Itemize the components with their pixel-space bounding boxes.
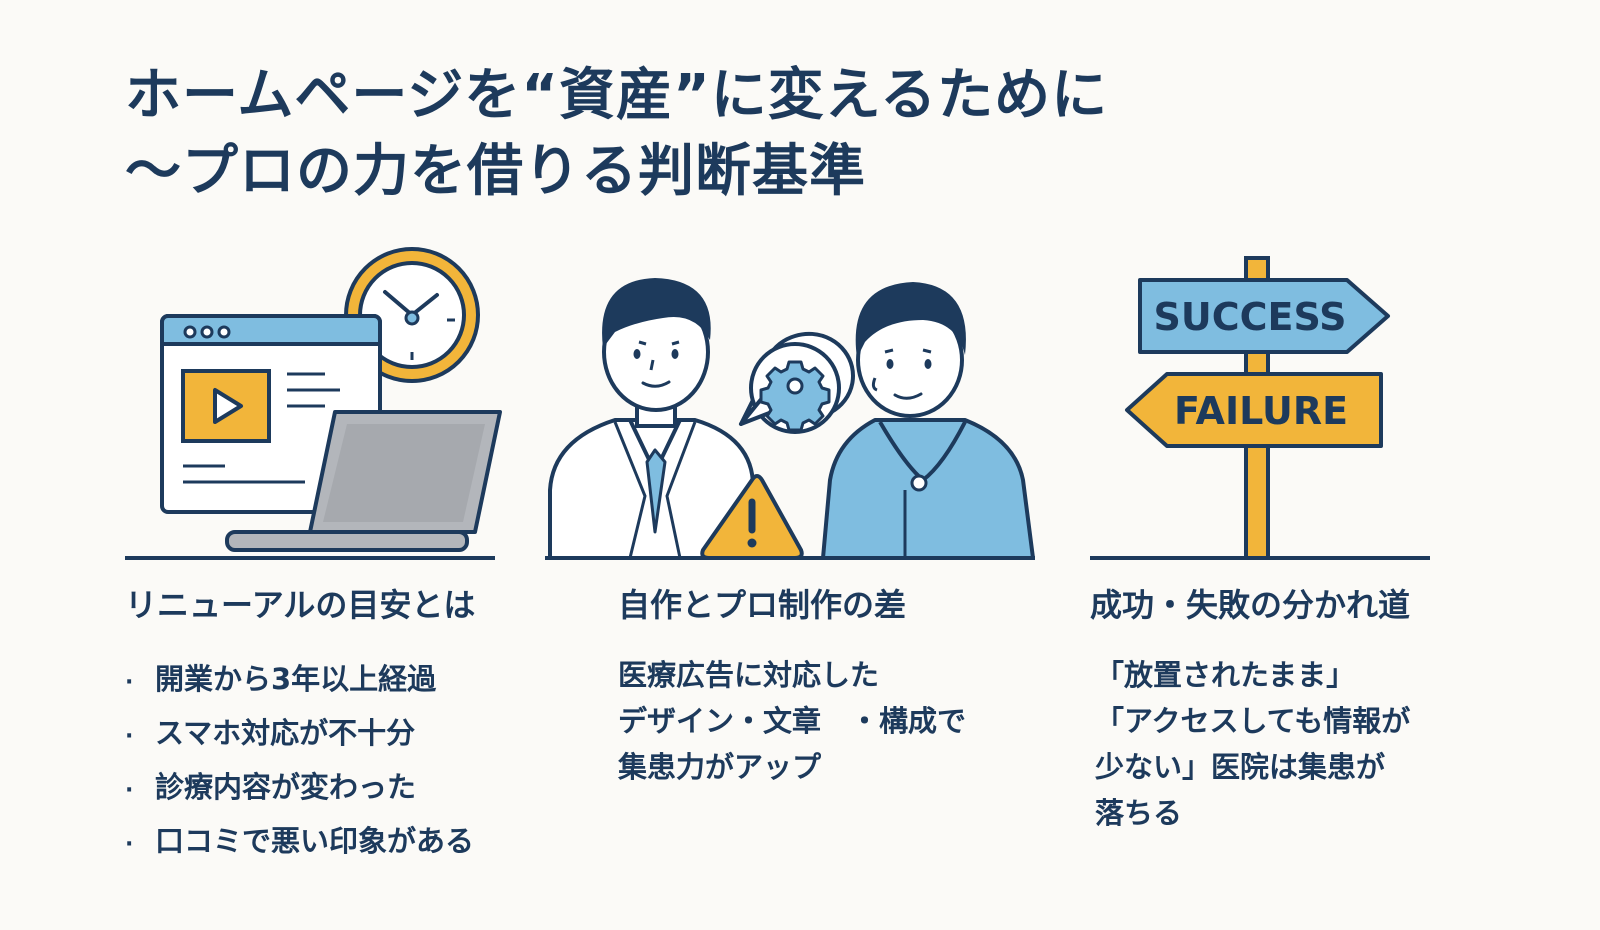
- gear-speech-bubble-icon: [739, 331, 855, 434]
- text-line: 「アクセスしても情報が: [1095, 704, 1411, 738]
- page-title: ホームページを“資産”に変えるために 〜プロの力を借りる判断基準: [125, 58, 1325, 210]
- success-failure-text: 「放置されたまま」 「アクセスしても情報が 少ない」医院は集患が 落ちる: [1095, 652, 1410, 836]
- bullet-dot: ·: [125, 724, 134, 749]
- list-item: ·開業から3年以上経過: [125, 654, 474, 708]
- failure-label: FAILURE: [1174, 389, 1348, 433]
- renewal-illustration: [125, 240, 505, 570]
- text-line: 落ちる: [1095, 796, 1183, 830]
- success-failure-heading: 成功・失敗の分かれ道: [1090, 586, 1411, 624]
- pro-vs-diy-heading: 自作とプロ制作の差: [618, 586, 907, 624]
- signpost-icon: SUCCESS FAILURE: [1090, 256, 1430, 560]
- list-item: ·スマホ対応が不十分: [125, 708, 474, 762]
- text-line: 少ない」医院は集患が: [1095, 750, 1386, 784]
- title-line-1: ホームページを“資産”に変えるために: [125, 63, 1109, 128]
- consultation-illustration: [545, 240, 1035, 570]
- laptop-icon: [225, 410, 502, 552]
- title-line-2: 〜プロの力を借りる判断基準: [125, 139, 866, 204]
- signpost-illustration: SUCCESS FAILURE: [1085, 240, 1435, 570]
- text-line: 集患力がアップ: [618, 750, 822, 784]
- renewal-heading: リニューアルの目安とは: [125, 586, 476, 624]
- warning-icon: [700, 474, 804, 560]
- doctor-icon: [548, 278, 756, 560]
- pro-vs-diy-text: 医療広告に対応した デザイン・文章 ・構成で 集患力がアップ: [618, 652, 966, 790]
- failure-sign: FAILURE: [1125, 372, 1383, 448]
- success-sign: SUCCESS: [1138, 278, 1390, 354]
- success-label: SUCCESS: [1154, 295, 1347, 339]
- bullet-dot: ·: [125, 832, 134, 857]
- bullet-dot: ·: [125, 778, 134, 803]
- text-line: 「放置されたまま」: [1095, 658, 1356, 692]
- renewal-bullet-list: ·開業から3年以上経過 ·スマホ対応が不十分 ·診療内容が変わった ·口コミで悪…: [125, 654, 474, 870]
- text-line: デザイン・文章 ・構成で: [618, 704, 967, 738]
- text-line: 医療広告に対応した: [618, 658, 880, 692]
- bullet-dot: ·: [125, 670, 134, 695]
- consultant-icon: [821, 282, 1035, 560]
- list-item: ·診療内容が変わった: [125, 762, 474, 816]
- list-item: ·口コミで悪い印象がある: [125, 816, 474, 870]
- play-icon: [181, 369, 271, 443]
